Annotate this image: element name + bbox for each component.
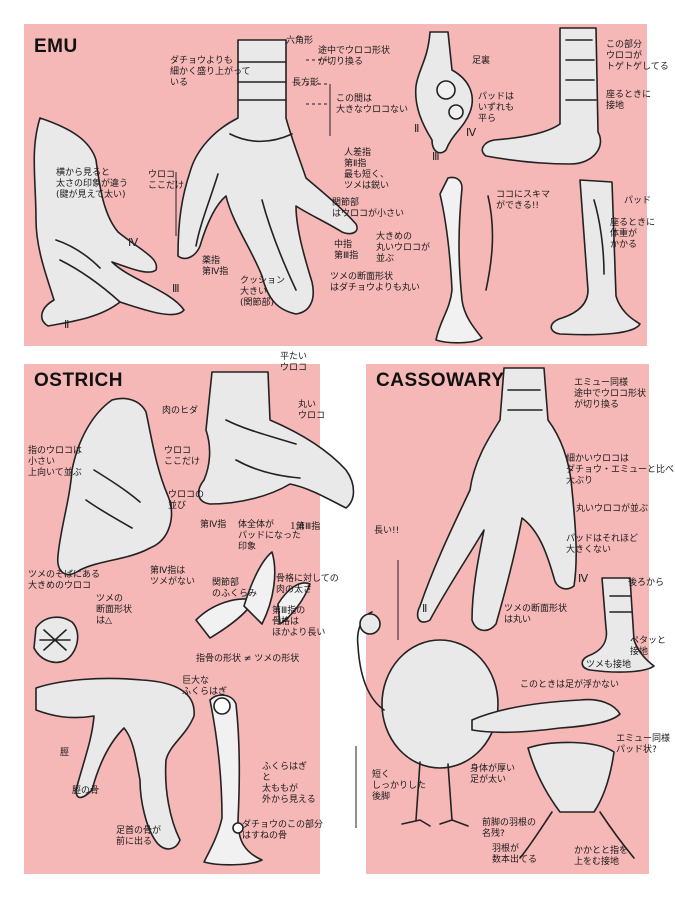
emu-toe-ii: Ⅱ: [64, 319, 70, 331]
cassowary-title: CASSOWARY: [376, 370, 505, 391]
emu-toe-iv: Ⅳ: [128, 237, 139, 249]
ostrich-ratio: 1:4: [290, 520, 305, 532]
ostrich-note-scale-here: ウロコ ここだけ: [164, 446, 201, 467]
cassowary-note-pad-small: パッドはそれほど 大きくない: [566, 534, 639, 555]
cassowary-side-foot-sketch: [581, 577, 655, 673]
cassowary-lying-leg-sketch: [471, 698, 621, 733]
ostrich-note-big-calf: 巨大な ふくらはぎ: [182, 676, 228, 697]
ostrich-front-foot-sketch: [197, 371, 355, 509]
ostrich-note-toe-scale: 指のウロコは 小さい 上向いて並ぶ: [28, 446, 83, 478]
cassowary-rear-feet-sketch: [519, 741, 635, 859]
ostrich-note-claw-base: ツメのそばにある 大きめのウロコ: [28, 570, 101, 591]
cassowary-note-rear-view: 後ろから: [628, 578, 665, 588]
cassowary-note-round-scale: 丸いウロコが並ぶ: [576, 504, 649, 514]
emu-note-scale-here: ウロコ ここだけ: [148, 170, 185, 191]
cassowary-toe-iv: Ⅳ: [578, 573, 589, 585]
emu-note-big-scales: 大きめの 丸いウロコが 並ぶ: [376, 232, 431, 264]
ostrich-leg-sketch: [35, 677, 195, 850]
cassowary-note-like-emu: エミュー同様 途中でウロコ形状 が切り換る: [574, 378, 647, 410]
ostrich-skeleton-leg-sketch: [203, 694, 263, 866]
cassowary-note-like-emu2: エミュー同様 パッド状?: [616, 734, 671, 755]
emu-note-cushion: クッション 大きい (関節部): [240, 276, 286, 308]
emu-note-part-scales: この部分 ウロコが トゲトゲしてる: [606, 40, 669, 72]
ostrich-note-ankle2: ダチョウのこの部分 はすねの骨: [242, 820, 324, 841]
cassowary-note-claw-section: ツメの断面形状 は丸い: [504, 604, 568, 625]
ostrich-note-bone-shape: 指骨の形状 ≠ ツメの形状: [196, 654, 300, 664]
cassowary-note-strong-legs: 短く しっかりした 後脚: [372, 770, 427, 802]
emu-note-sole: 足裏: [472, 56, 491, 66]
emu-toe-iii: Ⅲ: [172, 283, 180, 295]
cassowary-note-fine-scale: 細かいウロコは ダチョウ・エミューと比べ 大ぶり: [566, 454, 675, 486]
cassowary-note-leg-front: 前脚の羽根の 名残?: [482, 818, 537, 839]
cassowary-note-feather: 羽根が 数本出てる: [492, 844, 538, 865]
ostrich-claw-section-sketch: [33, 616, 79, 664]
ostrich-note-weight-pad: 体全体が パッドになった 印象: [238, 520, 302, 552]
cassowary-note-bent: ペタッと 接地: [630, 636, 667, 657]
ostrich-bone-sketch: [195, 551, 311, 639]
emu-sole-toe-ii: Ⅱ: [414, 123, 420, 135]
ostrich-note-toe3: 第Ⅲ指: [296, 522, 321, 532]
ostrich-note-bone-thick: 骨格に対しての 肉の太さ: [276, 574, 339, 595]
ostrich-note-toe3-long: 第Ⅲ指の 骨格は ほかより長い: [272, 606, 326, 638]
cassowary-note-long: 長い!!: [374, 526, 400, 536]
emu-note-finer-scale: ダチョウよりも 細かく盛り上がって いる: [170, 56, 251, 88]
ostrich-note-flat-scale: 平たい ウロコ: [280, 352, 308, 373]
emu-lower-leg-sketch: [550, 179, 641, 336]
cassowary-body-sketch: [356, 611, 499, 827]
ostrich-note-claw-section: ツメの 断面形状 は△: [96, 594, 133, 626]
emu-front-foot-sketch: [177, 39, 358, 315]
ostrich-note-calf: ふくらはぎ と 太ももが 外から見える: [262, 762, 316, 805]
ostrich-title: OSTRICH: [34, 370, 123, 391]
emu-note-ring-toe: 薬指 第Ⅳ指: [202, 256, 229, 277]
emu-note-rectangle: 長方形: [292, 78, 320, 88]
emu-note-gap: ココにスキマ ができる!!: [496, 190, 551, 211]
emu-note-scale-change: 途中でウロコ形状 が切り換る: [318, 46, 391, 67]
ostrich-note-round-scale: 丸い ウロコ: [298, 400, 326, 421]
ostrich-note-shin-bone: 脛の骨: [72, 786, 100, 796]
ostrich-note-ankle: 足首の骨が 前に出る: [116, 826, 162, 847]
emu-note-joint: 関節部 はウロコが小さい: [332, 198, 405, 219]
emu-note-gap-small: この間は 大きなウロコない: [336, 94, 409, 115]
emu-note-pad: パッド: [624, 196, 652, 206]
emu-side-foot-right-sketch: [481, 27, 602, 165]
emu-title: EMU: [34, 36, 78, 57]
emu-note-side-view: 横から見ると 太さの印象が違う (腱が見えて太い): [56, 168, 129, 200]
cassowary-toe-ii: Ⅱ: [422, 603, 428, 615]
emu-note-sit-ground: 座るときに 接地: [606, 90, 652, 111]
emu-sole-toe-iii: Ⅲ: [432, 151, 440, 163]
ostrich-note-flesh-fold: 肉のヒダ: [162, 406, 199, 416]
cassowary-front-foot-sketch: [416, 367, 577, 632]
emu-note-pad-flat: パッドは いずれも 平ら: [478, 92, 515, 124]
emu-sole-toe-iv: Ⅳ: [466, 127, 477, 139]
cassowary-note-sit: このときは足が浮かない: [520, 680, 620, 690]
emu-note-weight: 座るときに 体重が かかる: [610, 218, 656, 250]
ostrich-note-toe4-noclaw: 第Ⅳ指は ツメがない: [150, 566, 196, 587]
emu-note-claw-section: ツメの断面形状 はダチョウよりも丸い: [330, 272, 420, 293]
cassowary-note-heel: かかとと指を 上をむ接地: [574, 846, 629, 867]
ostrich-side-foot-sketch: [56, 397, 173, 576]
emu-note-index-toe: 人差指 第Ⅱ指 最も短く、 ツメは鋭い: [344, 148, 390, 191]
emu-side-foot-sketch: [33, 117, 185, 327]
emu-leg-skeleton-sketch: [435, 176, 494, 344]
ostrich-note-joint: 関節部 のふくらみ: [212, 578, 258, 599]
ostrich-note-toe4: 第Ⅳ指: [200, 520, 227, 530]
emu-note-middle-toe: 中指 第Ⅲ指: [334, 240, 359, 261]
emu-sole-sketch: [414, 31, 474, 154]
cassowary-note-thick-body: 身体が厚い 足が太い: [470, 764, 516, 785]
ostrich-note-shin: 脛: [60, 748, 70, 758]
emu-note-hexagon: 六角形: [286, 36, 314, 46]
ostrich-note-scale-row: ウロコの 並び: [168, 490, 205, 511]
cassowary-note-claw-ground: ツメも接地: [586, 660, 632, 670]
